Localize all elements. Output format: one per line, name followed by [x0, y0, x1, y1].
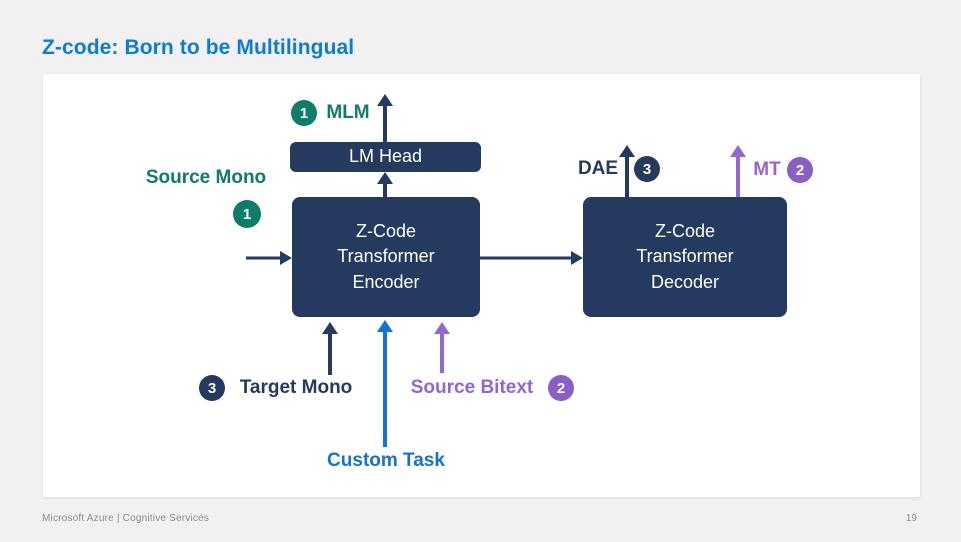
dae-badge: 3 [634, 156, 660, 182]
mlm-badge: 1 [291, 100, 317, 126]
diagram-panel: LM Head Z-Code Transformer Encoder Z-Cod… [43, 74, 920, 497]
source-bitext-badge: 2 [548, 375, 574, 401]
encoder-to-lmhead-arrow [377, 172, 393, 197]
source-bitext-arrow [434, 322, 450, 373]
decoder-box: Z-Code Transformer Decoder [583, 197, 787, 317]
mt-output-arrow [730, 145, 746, 197]
target-mono-label: Target Mono [239, 377, 353, 398]
custom-task-arrow [377, 320, 393, 447]
source-bitext-label: Source Bitext [410, 377, 534, 398]
footer-branding: Microsoft Azure | Cognitive Services [42, 513, 210, 524]
encoder-to-decoder-arrow [480, 250, 583, 266]
encoder-box: Z-Code Transformer Encoder [292, 197, 480, 317]
custom-task-label: Custom Task [327, 450, 445, 471]
dae-output-arrow [619, 145, 635, 197]
mlm-output-arrow [377, 94, 393, 142]
mt-label: MT [753, 159, 781, 180]
source-input-arrow [246, 250, 292, 266]
target-mono-badge: 3 [199, 375, 225, 401]
target-mono-arrow [322, 322, 338, 375]
dae-label: DAE [577, 158, 619, 179]
mlm-label: MLM [326, 102, 370, 123]
source-mono-badge: 1 [233, 200, 261, 228]
page-number: 19 [905, 513, 917, 524]
lm-head-box: LM Head [290, 142, 481, 172]
mt-badge: 2 [787, 157, 813, 183]
slide-title: Z-code: Born to be Multilingual [42, 36, 355, 59]
source-mono-label: Source Mono [145, 167, 267, 188]
